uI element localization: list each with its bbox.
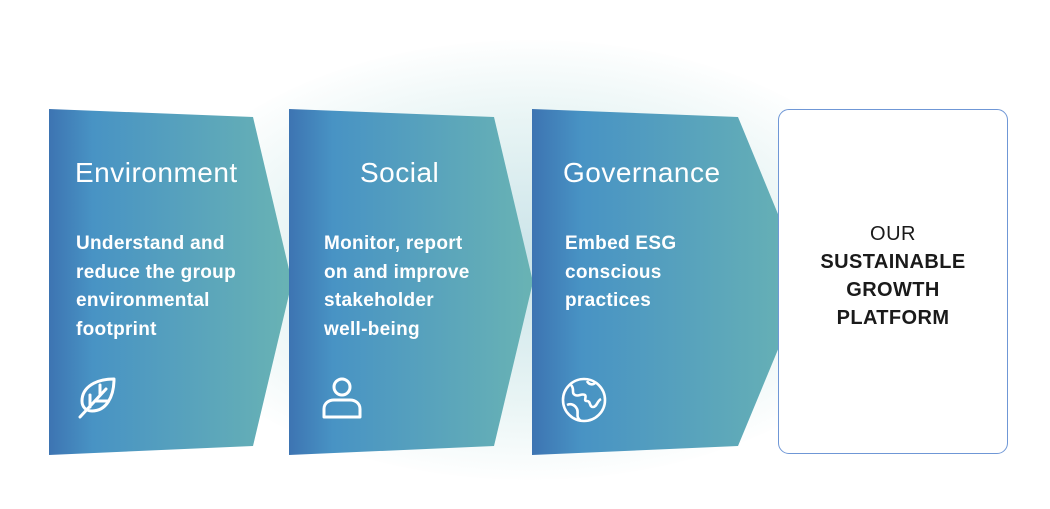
pillar-description: Monitor, report on and improve stakehold… <box>324 230 470 344</box>
chevron-governance <box>532 109 806 455</box>
pillar-title: Environment <box>75 157 238 188</box>
outcome-line: SUSTAINABLE <box>820 251 966 273</box>
leaf-icon <box>78 377 116 419</box>
pillar-description: Understand and reduce the group environm… <box>76 230 236 344</box>
pillar-description: Embed ESG conscious practices <box>565 230 676 316</box>
description-line: conscious <box>565 261 662 283</box>
pillar-title: Governance <box>563 157 721 188</box>
outcome-line: PLATFORM <box>836 307 950 329</box>
pillar-social: Social Monitor, report on and improve st… <box>289 109 529 455</box>
description-line: environmental <box>76 290 210 311</box>
description-line: well-being <box>324 318 420 340</box>
pillar-governance: Governance Embed ESG conscious practices <box>532 109 772 455</box>
chevron-environment <box>49 109 292 455</box>
description-line: Embed ESG <box>565 233 677 254</box>
description-line: stakeholder <box>324 290 434 311</box>
globe-icon <box>561 377 607 423</box>
description-line: Understand and <box>76 233 225 254</box>
person-icon <box>322 377 362 419</box>
outcome-line: GROWTH <box>846 279 940 301</box>
description-line: practices <box>565 290 652 311</box>
pillar-environment: Environment Understand and reduce the gr… <box>49 109 289 455</box>
description-line: reduce the group <box>76 261 236 283</box>
outcome-prefix: OUR <box>870 223 916 245</box>
pillar-title: Social <box>360 157 440 188</box>
outcome-box: OUR SUSTAINABLE GROWTH PLATFORM <box>778 109 1008 454</box>
description-line: Monitor, report <box>324 233 463 254</box>
description-line: on and improve <box>324 261 470 283</box>
description-line: footprint <box>76 318 157 340</box>
chevron-social <box>289 109 533 455</box>
